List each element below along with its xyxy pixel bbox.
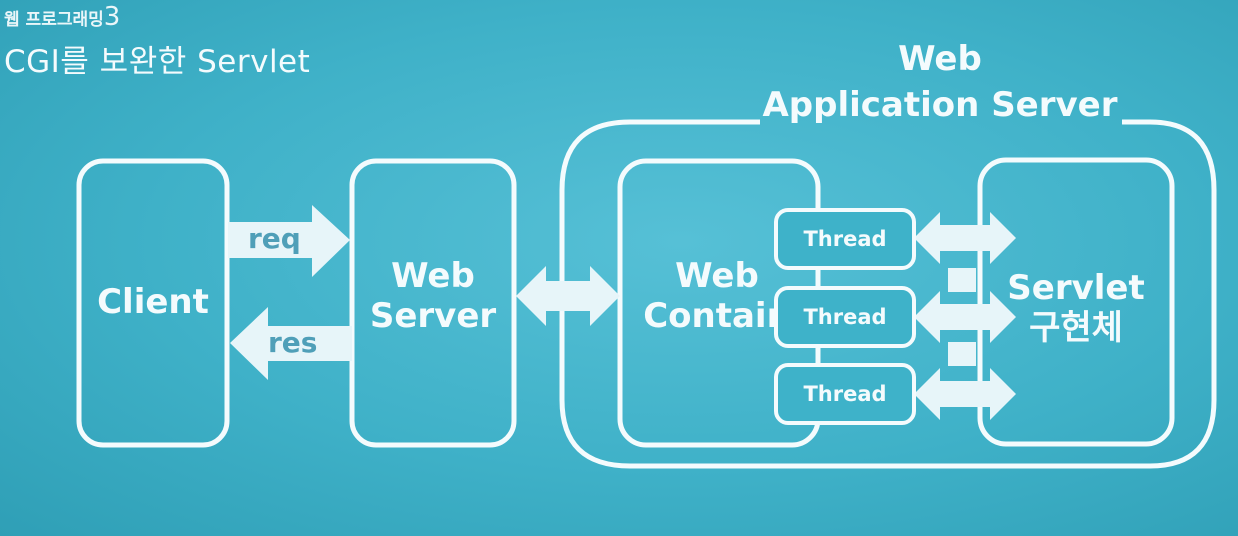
thread-box-2: Thread	[774, 286, 916, 348]
thread-arrow-2	[914, 291, 1016, 343]
slide-title: CGI를 보완한 Servlet	[4, 44, 311, 80]
was-label-line2: Application Server	[762, 85, 1118, 125]
client-box	[76, 158, 230, 448]
servlet-label: Servlet 구현체	[980, 268, 1172, 348]
res-label: res	[268, 326, 318, 359]
ws-container-arrow	[516, 266, 620, 326]
web-server-box	[349, 158, 517, 448]
thread-arrow-1	[914, 212, 1016, 264]
web-server-label: Web Server	[352, 256, 514, 336]
web-container-label-line1: Web	[675, 256, 759, 296]
servlet-label-line2: 구현체	[1029, 308, 1123, 348]
was-label-line1: Web	[898, 39, 982, 79]
servlet-label-line1: Servlet	[1007, 268, 1145, 308]
was-boundary	[559, 119, 1217, 469]
web-container-label-line2: Contain	[643, 296, 791, 336]
client-label: Client	[97, 282, 209, 322]
connector-square	[948, 342, 976, 366]
thread-box-1: Thread	[774, 208, 916, 270]
thread-box-3: Thread	[774, 363, 916, 425]
web-server-label-line2: Server	[369, 296, 497, 336]
course-number: 3	[103, 2, 121, 32]
thread-arrow-3	[914, 368, 1016, 420]
res-arrow	[230, 307, 352, 380]
course-label: 웹 프로그래밍3	[4, 2, 120, 32]
req-arrow	[228, 205, 350, 277]
was-label: Web Application Server	[760, 36, 1120, 128]
web-server-label-line1: Web	[391, 256, 475, 296]
connector-square	[948, 268, 976, 292]
req-label: req	[248, 222, 301, 255]
course-prefix: 웹 프로그래밍	[4, 10, 104, 30]
servlet-box	[977, 157, 1175, 447]
web-container-label: Web Contain	[622, 256, 812, 336]
